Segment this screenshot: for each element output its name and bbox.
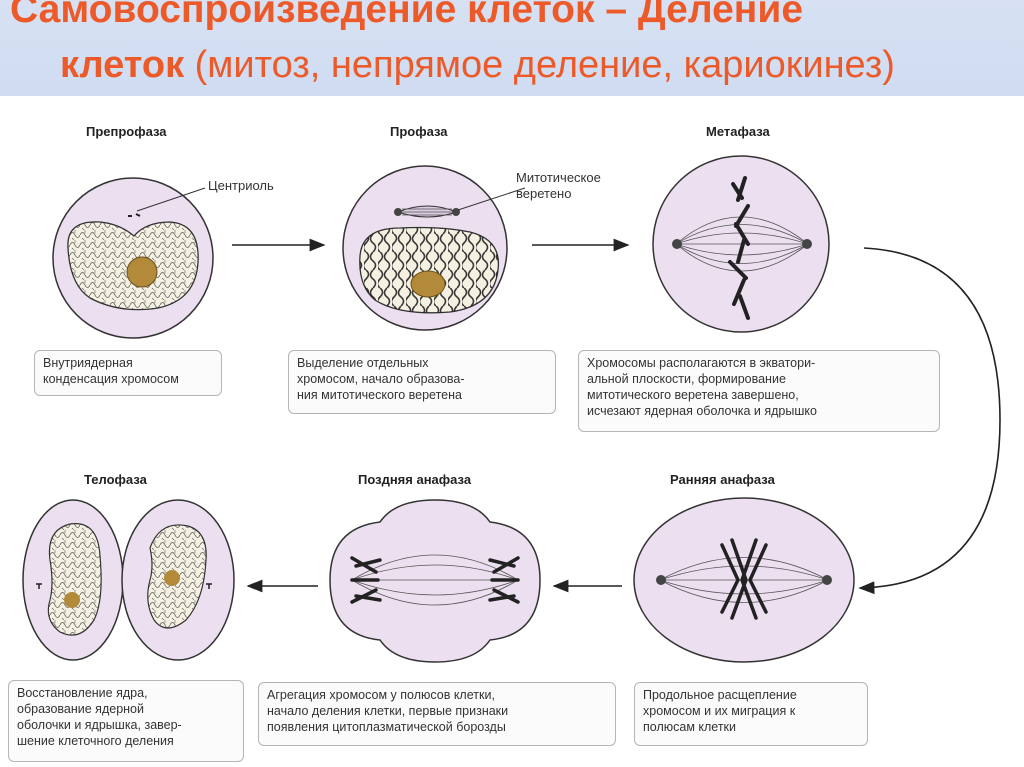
- telophase-cells: [23, 500, 234, 660]
- late-anaphase-cell: [330, 500, 540, 662]
- title-subtitle: (митоз, непрямое деление, кариокинез): [184, 44, 895, 86]
- desc-line: Хромосомы располагаются в экватори-: [587, 355, 931, 371]
- desc-line: образование ядерной: [17, 701, 235, 717]
- callout-centriole: Центриоль: [208, 178, 274, 194]
- title-bold-word: клеток: [60, 44, 184, 86]
- title-band: Самовоспроизведение клеток – Деление кле…: [0, 0, 1024, 96]
- desc-line: хромосом, начало образова-: [297, 371, 547, 387]
- desc-metaphase: Хромосомы располагаются в экватори- альн…: [578, 350, 940, 432]
- desc-line: Выделение отдельных: [297, 355, 547, 371]
- mitosis-diagram: Препрофаза Профаза Метафаза Телофаза Поз…: [0, 96, 1024, 767]
- stage-label-metaphase: Метафаза: [706, 124, 770, 139]
- desc-line: оболочки и ядрышка, завер-: [17, 717, 235, 733]
- desc-prophase: Выделение отдельных хромосом, начало обр…: [288, 350, 556, 414]
- desc-line: Внутриядерная: [43, 355, 213, 371]
- desc-line: начало деления клетки, первые признаки: [267, 703, 607, 719]
- desc-line: появления цитоплазматической борозды: [267, 719, 607, 735]
- desc-line: Восстановление ядра,: [17, 685, 235, 701]
- desc-line: Продольное расщепление: [643, 687, 859, 703]
- prophase-cell: [343, 166, 525, 330]
- desc-line: митотического веретена завершено,: [587, 387, 931, 403]
- desc-line: хромосом и их миграция к: [643, 703, 859, 719]
- desc-line: полюсам клетки: [643, 719, 859, 735]
- desc-preprophase: Внутриядерная конденсация хромосом: [34, 350, 222, 396]
- callout-mitotic-spindle: Митотическое веретено: [516, 170, 601, 202]
- early-anaphase-cell: [634, 498, 854, 662]
- slide-title-line1: Самовоспроизведение клеток – Деление: [10, 0, 803, 32]
- stage-label-prophase: Профаза: [390, 124, 448, 139]
- desc-early-anaphase: Продольное расщепление хромосом и их миг…: [634, 682, 868, 746]
- stage-label-late-anaphase: Поздняя анафаза: [358, 472, 471, 487]
- stage-label-preprophase: Препрофаза: [86, 124, 167, 139]
- preprophase-cell: [53, 178, 213, 338]
- desc-telophase: Восстановление ядра, образование ядерной…: [8, 680, 244, 762]
- desc-line: Агрегация хромосом у полюсов клетки,: [267, 687, 607, 703]
- desc-line: ния митотического веретена: [297, 387, 547, 403]
- callout-line: веретено: [516, 186, 601, 202]
- desc-line: шение клеточного деления: [17, 733, 235, 749]
- metaphase-cell: [653, 156, 829, 332]
- desc-line: альной плоскости, формирование: [587, 371, 931, 387]
- stage-label-early-anaphase: Ранняя анафаза: [670, 472, 775, 487]
- desc-line: исчезают ядерная оболочка и ядрышко: [587, 403, 931, 419]
- callout-line: Митотическое: [516, 170, 601, 186]
- slide-title-line2: клеток (митоз, непрямое деление, кариоки…: [60, 44, 895, 87]
- stage-label-telophase: Телофаза: [84, 472, 147, 487]
- desc-late-anaphase: Агрегация хромосом у полюсов клетки, нач…: [258, 682, 616, 746]
- desc-line: конденсация хромосом: [43, 371, 213, 387]
